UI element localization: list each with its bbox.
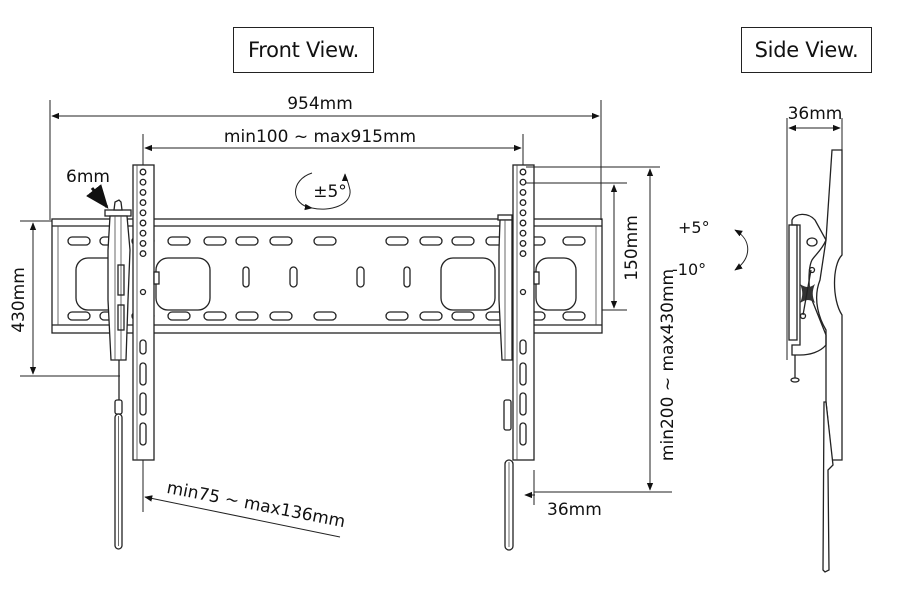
arm-hole — [519, 250, 527, 258]
plate-slot — [67, 236, 91, 246]
right-lock-mechanism — [497, 214, 514, 551]
label-overall-width: 954mm — [287, 94, 353, 114]
plate-slot — [203, 311, 227, 321]
plate-slot — [385, 311, 409, 321]
plate-cutout — [155, 257, 211, 311]
dim-wall-distance — [144, 495, 341, 538]
arrow-lock-callout — [86, 184, 109, 209]
arm-hole — [139, 219, 147, 227]
arm-hole — [139, 199, 147, 207]
arm-hole — [519, 239, 527, 247]
arm-hole — [139, 178, 147, 186]
label-plate-height: 430mm — [9, 267, 29, 333]
plate-slot — [269, 311, 293, 321]
front-view-title: Front View. — [233, 27, 374, 73]
arm-hole — [519, 209, 527, 217]
label-wall-distance: min75 ~ max136mm — [165, 478, 347, 532]
vertical-slot — [356, 266, 365, 288]
arm-hole — [519, 168, 527, 176]
plate-slot — [385, 236, 409, 246]
plate-slot — [235, 311, 259, 321]
arm-hole — [519, 199, 527, 207]
plate-slot — [419, 311, 443, 321]
label-swivel: ±5° — [313, 182, 347, 202]
label-tilt-up: +5° — [678, 218, 710, 237]
plate-slot — [203, 236, 227, 246]
label-vertical-hole-span: 150mm — [622, 215, 642, 281]
side-view-title-text: Side View. — [754, 38, 859, 62]
vertical-slot — [403, 266, 411, 288]
arm-hole — [139, 209, 147, 217]
arm-hole — [139, 229, 147, 237]
label-lock-callout: 6mm — [66, 167, 110, 187]
arm-hole — [139, 168, 147, 176]
arm-hole — [519, 229, 527, 237]
vertical-slot — [289, 266, 298, 288]
label-side-depth: 36mm — [788, 104, 843, 124]
label-vesa-vertical: min200 ~ max430mm — [658, 269, 678, 461]
plate-slot — [562, 311, 586, 321]
label-arm-width: 36mm — [547, 500, 602, 520]
plate-slot — [313, 311, 337, 321]
side-view-title: Side View. — [741, 27, 872, 73]
plate-cutout — [535, 257, 577, 311]
plate-slot — [419, 236, 443, 246]
plate-slot — [562, 236, 586, 246]
plate-cutout — [440, 257, 496, 311]
arm-hole — [519, 178, 527, 186]
left-lock-mechanism — [104, 199, 132, 550]
plate-slot — [167, 236, 191, 246]
plate-slot — [235, 236, 259, 246]
side-view-drawing: 36mm +5° -10° — [672, 104, 843, 573]
arm-hole — [139, 239, 147, 247]
plate-slot — [451, 236, 475, 246]
swivel-indicator: ±5° — [295, 172, 351, 211]
arm-hole — [519, 188, 527, 196]
label-tilt-down: -10° — [672, 260, 706, 279]
arm-hole — [139, 188, 147, 196]
arm-hole — [139, 250, 147, 258]
plate-slot — [67, 311, 91, 321]
front-view-title-text: Front View. — [247, 38, 360, 62]
right-mount-arm — [512, 164, 540, 461]
vertical-slot — [242, 266, 250, 288]
label-vesa-horizontal: min100 ~ max915mm — [224, 127, 416, 147]
arm-hole — [519, 219, 527, 227]
plate-slot — [269, 236, 293, 246]
tilt-indicator — [734, 229, 749, 271]
plate-slot — [451, 311, 475, 321]
plate-slot — [167, 311, 191, 321]
left-mount-arm — [132, 164, 160, 461]
plate-slot — [313, 236, 337, 246]
pull-cord-side — [822, 401, 834, 573]
